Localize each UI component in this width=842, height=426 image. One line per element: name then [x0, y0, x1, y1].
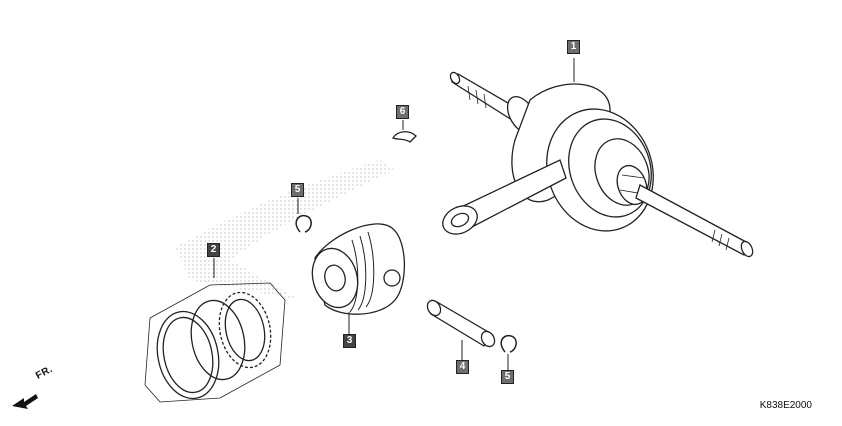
leader-lines: [213, 58, 575, 370]
callout-part-5-upper: 5: [291, 183, 304, 197]
callout-part-5-lower: 5: [501, 370, 514, 384]
front-direction-arrow-icon: [12, 394, 38, 409]
stipple-shading: [175, 160, 395, 300]
piston-pin: [426, 299, 496, 348]
callout-part-6: 6: [396, 105, 409, 119]
callout-part-1: 1: [567, 40, 580, 54]
piston-ring-set: [144, 282, 286, 403]
piston: [311, 223, 406, 315]
callout-part-2: 2: [207, 243, 220, 257]
piston-pin-clip-lower: [500, 334, 517, 353]
drawing-code: K838E2000: [759, 400, 812, 411]
woodruff-key: [392, 131, 417, 143]
callout-part-4: 4: [456, 360, 469, 374]
callout-part-3: 3: [343, 334, 356, 348]
crankshaft-assembly: [442, 71, 754, 258]
piston-pin-clip-upper: [295, 214, 312, 233]
